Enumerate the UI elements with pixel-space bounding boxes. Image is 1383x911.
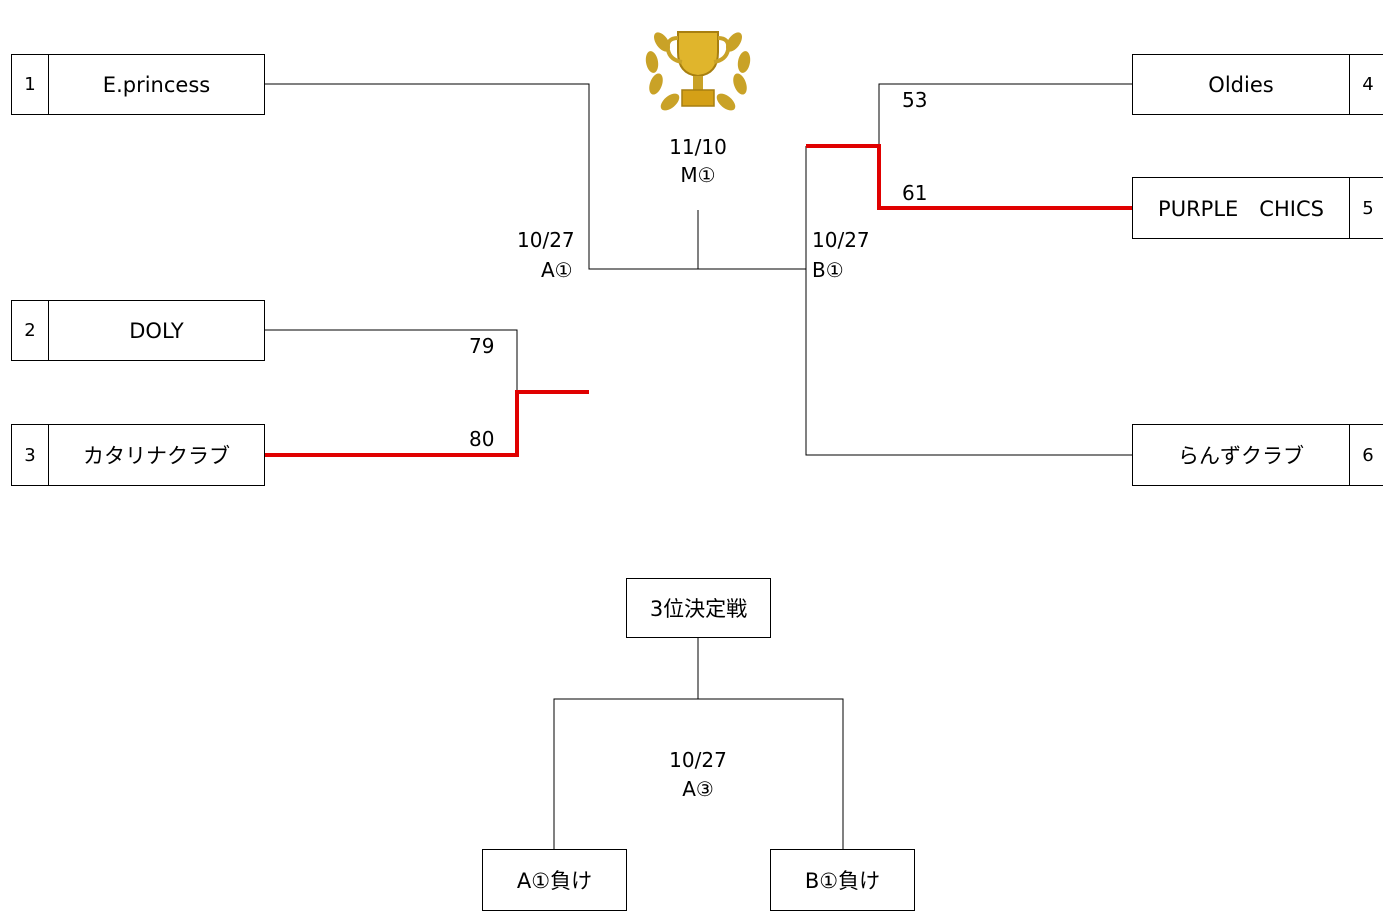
team-name: E.princess [102, 72, 211, 97]
team-box-6: らんずクラブ 6 [1132, 424, 1383, 486]
team-box-2: 2 DOLY [11, 300, 265, 361]
third-place-right-team: B①負け [770, 849, 915, 911]
third-place-left-team: A①負け [482, 849, 627, 911]
team-box-1: 1 E.princess [11, 54, 265, 115]
team-seed: 2 [12, 301, 49, 360]
team-name: DOLY [129, 318, 184, 343]
team-name: カタリナクラブ [83, 444, 230, 468]
score-doly: 79 [469, 334, 495, 358]
match-third-date: 10/27 [669, 748, 727, 772]
team-seed: 6 [1349, 425, 1383, 485]
score-oldies: 53 [902, 88, 928, 112]
score-purple: 61 [902, 181, 928, 205]
team-name: PURPLE CHICS [1158, 197, 1324, 221]
team-seed: 1 [12, 55, 49, 114]
match-a1-code: A① [541, 258, 573, 282]
team-box-5: PURPLE CHICS 5 [1132, 177, 1383, 239]
third-place-title: 3位決定戦 [626, 578, 771, 638]
match-b1-date: 10/27 [812, 228, 870, 252]
match-final-code: M① [680, 163, 716, 187]
winner-path-lines [265, 144, 1132, 457]
match-final-date: 11/10 [669, 135, 727, 159]
score-catalina: 80 [469, 427, 495, 451]
team-name: らんずクラブ [1178, 444, 1304, 468]
match-a1-date: 10/27 [517, 228, 575, 252]
team-seed: 5 [1349, 178, 1383, 238]
team-seed: 3 [12, 425, 49, 485]
team-seed: 4 [1349, 55, 1383, 114]
match-b1-code: B① [812, 258, 844, 282]
bracket-black-lines [265, 83, 1132, 849]
team-box-3: 3 カタリナクラブ [11, 424, 265, 486]
team-box-4: Oldies 4 [1132, 54, 1383, 115]
trophy-icon [632, 12, 764, 124]
match-third-code: A③ [682, 777, 714, 801]
team-name: Oldies [1208, 72, 1274, 97]
